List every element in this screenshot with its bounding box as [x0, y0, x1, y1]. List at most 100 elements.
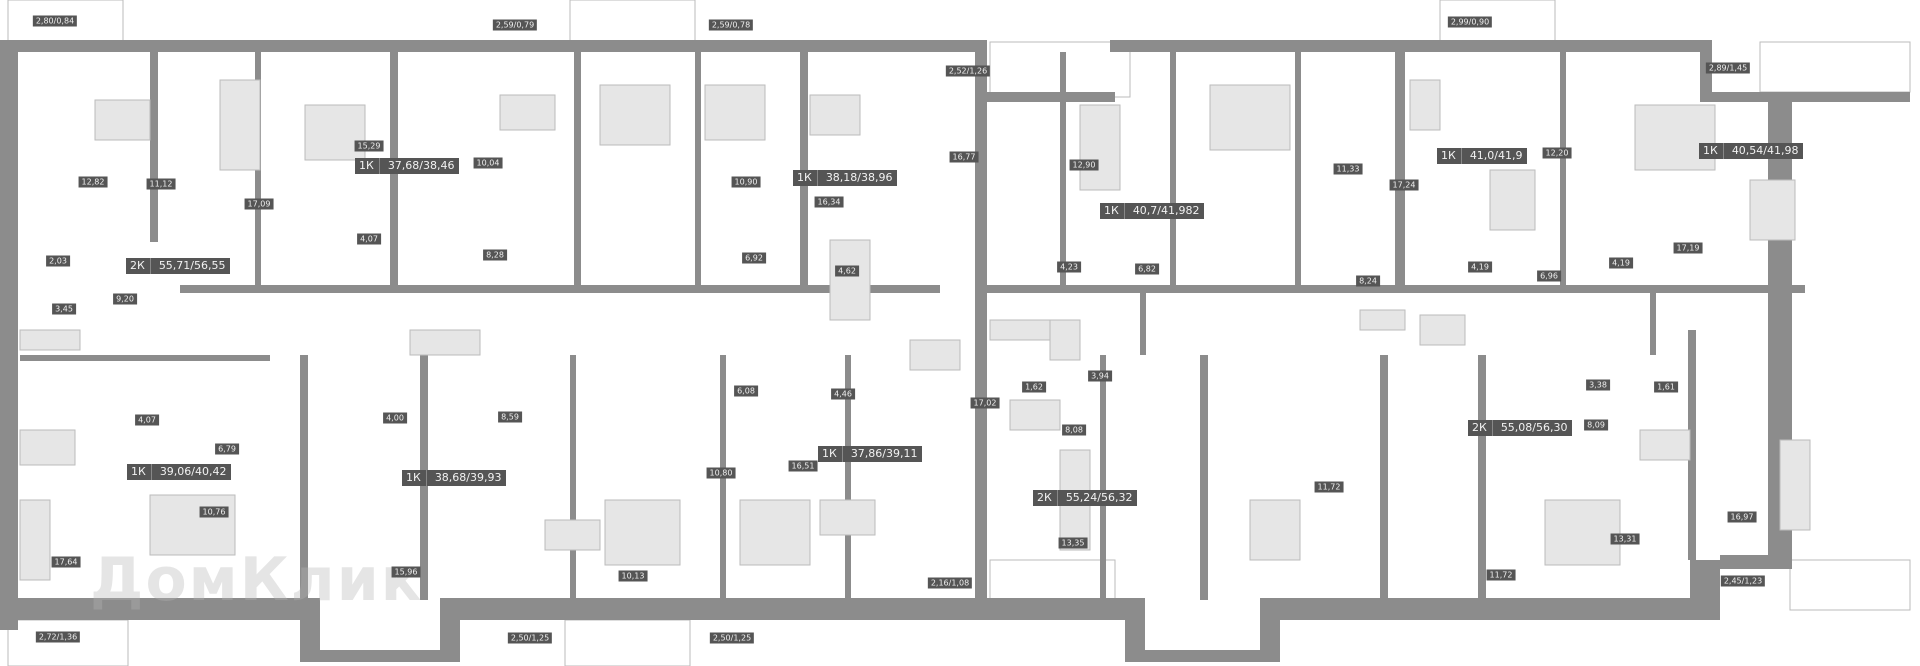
furniture	[1419, 314, 1466, 346]
room-area-label: 12,20	[1542, 147, 1572, 159]
room-area-label: 16,77	[949, 151, 979, 163]
wall	[1380, 355, 1388, 600]
room-area-label: 15,29	[354, 140, 384, 152]
balcony	[1789, 559, 1911, 611]
wall	[975, 92, 1115, 102]
room-area-label: 2,99/0,90	[1447, 16, 1493, 28]
room-area-label: 12,90	[1069, 159, 1099, 171]
apartment-area: 38,68/39,93	[434, 471, 502, 484]
wall	[1170, 52, 1176, 287]
room-area-label: 1,61	[1654, 381, 1678, 393]
apartment-label[interactable]: 1К 41,0/41,9	[1437, 148, 1527, 164]
furniture	[819, 499, 876, 536]
wall	[1125, 650, 1280, 662]
wall	[1560, 52, 1566, 287]
wall	[1650, 285, 1656, 355]
apartment-type: 1К	[406, 470, 427, 486]
room-area-label: 2,72/1,36	[35, 631, 81, 643]
wall	[1395, 52, 1405, 287]
room-area-label: 6,92	[742, 252, 766, 264]
apartment-area: 38,18/38,96	[825, 171, 893, 184]
apartment-area: 41,0/41,9	[1469, 149, 1523, 162]
apartment-label[interactable]: 2К 55,71/56,55	[126, 258, 230, 274]
room-area-label: 16,97	[1727, 511, 1757, 523]
furniture	[499, 94, 556, 131]
furniture	[989, 319, 1051, 341]
apartment-area: 37,68/38,46	[387, 159, 455, 172]
furniture	[1209, 84, 1291, 151]
furniture	[909, 339, 961, 371]
room-area-label: 3,38	[1586, 379, 1610, 391]
furniture	[1489, 169, 1536, 231]
room-area-label: 4,19	[1468, 261, 1492, 273]
room-area-label: 10,80	[706, 467, 736, 479]
apartment-type: 1К	[1703, 143, 1724, 159]
balcony	[569, 0, 696, 43]
wall	[300, 650, 460, 662]
wall	[1295, 52, 1301, 287]
wall	[845, 355, 851, 600]
wall	[1260, 598, 1280, 660]
room-area-label: 1,62	[1022, 381, 1046, 393]
room-area-label: 9,20	[113, 293, 137, 305]
furniture	[1639, 429, 1691, 461]
wall	[1280, 598, 1690, 620]
wall	[1140, 285, 1146, 355]
wall	[300, 355, 308, 600]
furniture	[1249, 499, 1301, 561]
room-area-label: 2,52/1,26	[945, 65, 991, 77]
furniture	[544, 519, 601, 551]
furniture	[19, 329, 81, 351]
wall	[1688, 330, 1696, 560]
room-area-label: 4,07	[357, 233, 381, 245]
furniture	[599, 84, 671, 146]
room-area-label: 8,08	[1062, 424, 1086, 436]
room-area-label: 13,31	[1610, 533, 1640, 545]
apartment-label[interactable]: 1К 38,68/39,93	[402, 470, 506, 486]
room-area-label: 10,13	[618, 570, 648, 582]
room-area-label: 2,80/0,84	[32, 15, 78, 27]
wall	[1690, 560, 1720, 620]
wall	[1700, 92, 1910, 102]
apartment-area: 55,71/56,55	[158, 259, 226, 272]
wall	[975, 52, 987, 612]
furniture	[409, 329, 481, 356]
wall	[440, 598, 460, 660]
room-area-label: 17,19	[1673, 242, 1703, 254]
room-area-label: 10,04	[473, 157, 503, 169]
room-area-label: 11,72	[1314, 481, 1344, 493]
room-area-label: 17,24	[1389, 179, 1419, 191]
balcony	[7, 619, 129, 666]
room-area-label: 17,64	[51, 556, 81, 568]
room-area-label: 4,62	[835, 265, 859, 277]
wall	[695, 52, 701, 287]
furniture	[1079, 104, 1121, 191]
furniture	[1409, 79, 1441, 131]
apartment-area: 37,86/39,11	[850, 447, 918, 460]
room-area-label: 4,46	[831, 388, 855, 400]
room-area-label: 6,79	[215, 443, 239, 455]
room-area-label: 13,35	[1058, 537, 1088, 549]
wall	[1125, 598, 1145, 660]
apartment-type: 1К	[131, 464, 152, 480]
room-area-label: 2,89/1,45	[1705, 62, 1751, 74]
apartment-type: 2К	[130, 258, 151, 274]
wall	[0, 598, 300, 620]
furniture	[219, 79, 261, 171]
watermark-logo: ДомКлик	[90, 545, 424, 615]
apartment-type: 1К	[1441, 148, 1462, 164]
room-area-label: 11,33	[1333, 163, 1363, 175]
room-area-label: 4,07	[135, 414, 159, 426]
room-area-label: 2,03	[46, 255, 70, 267]
room-area-label: 3,94	[1088, 370, 1112, 382]
wall	[180, 285, 940, 293]
